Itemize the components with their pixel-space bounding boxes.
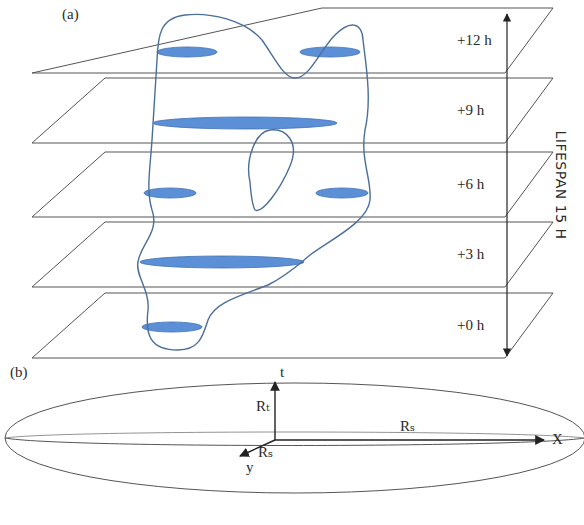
x-axis — [275, 439, 544, 440]
plane — [32, 152, 553, 217]
radius-label: Rₛ — [400, 418, 415, 435]
section — [157, 47, 217, 57]
radius-label: Rₛ — [258, 444, 273, 461]
ellipsoid — [5, 383, 584, 493]
equator — [5, 438, 584, 446]
panel-label: (a) — [62, 6, 79, 23]
section — [142, 322, 202, 332]
plane — [32, 293, 553, 358]
equator-back — [5, 432, 584, 438]
cross-sections — [140, 47, 368, 332]
radius-label: Rₜ — [256, 398, 270, 415]
plane — [32, 78, 553, 143]
section — [316, 188, 368, 198]
volume-hole — [249, 130, 294, 211]
section — [300, 47, 360, 57]
time-planes — [32, 8, 553, 358]
storm-volume — [138, 14, 371, 350]
plane — [32, 8, 553, 73]
t-axis — [274, 382, 275, 440]
axis-label: X — [552, 431, 563, 448]
section — [140, 256, 304, 268]
lifespan-arrow — [506, 14, 507, 356]
section — [153, 117, 337, 129]
plane — [32, 222, 553, 287]
time-label: +3 h — [457, 246, 484, 263]
time-label: +0 h — [457, 317, 484, 334]
axis-label: t — [280, 364, 284, 381]
section — [144, 188, 196, 198]
axis-label: y — [246, 459, 254, 476]
lifespan-label: LIFESPAN 15 H — [552, 130, 567, 239]
time-label: +6 h — [457, 176, 484, 193]
time-label: +9 h — [457, 102, 484, 119]
panel-label: (b) — [10, 364, 28, 381]
time-label: +12 h — [457, 32, 492, 49]
